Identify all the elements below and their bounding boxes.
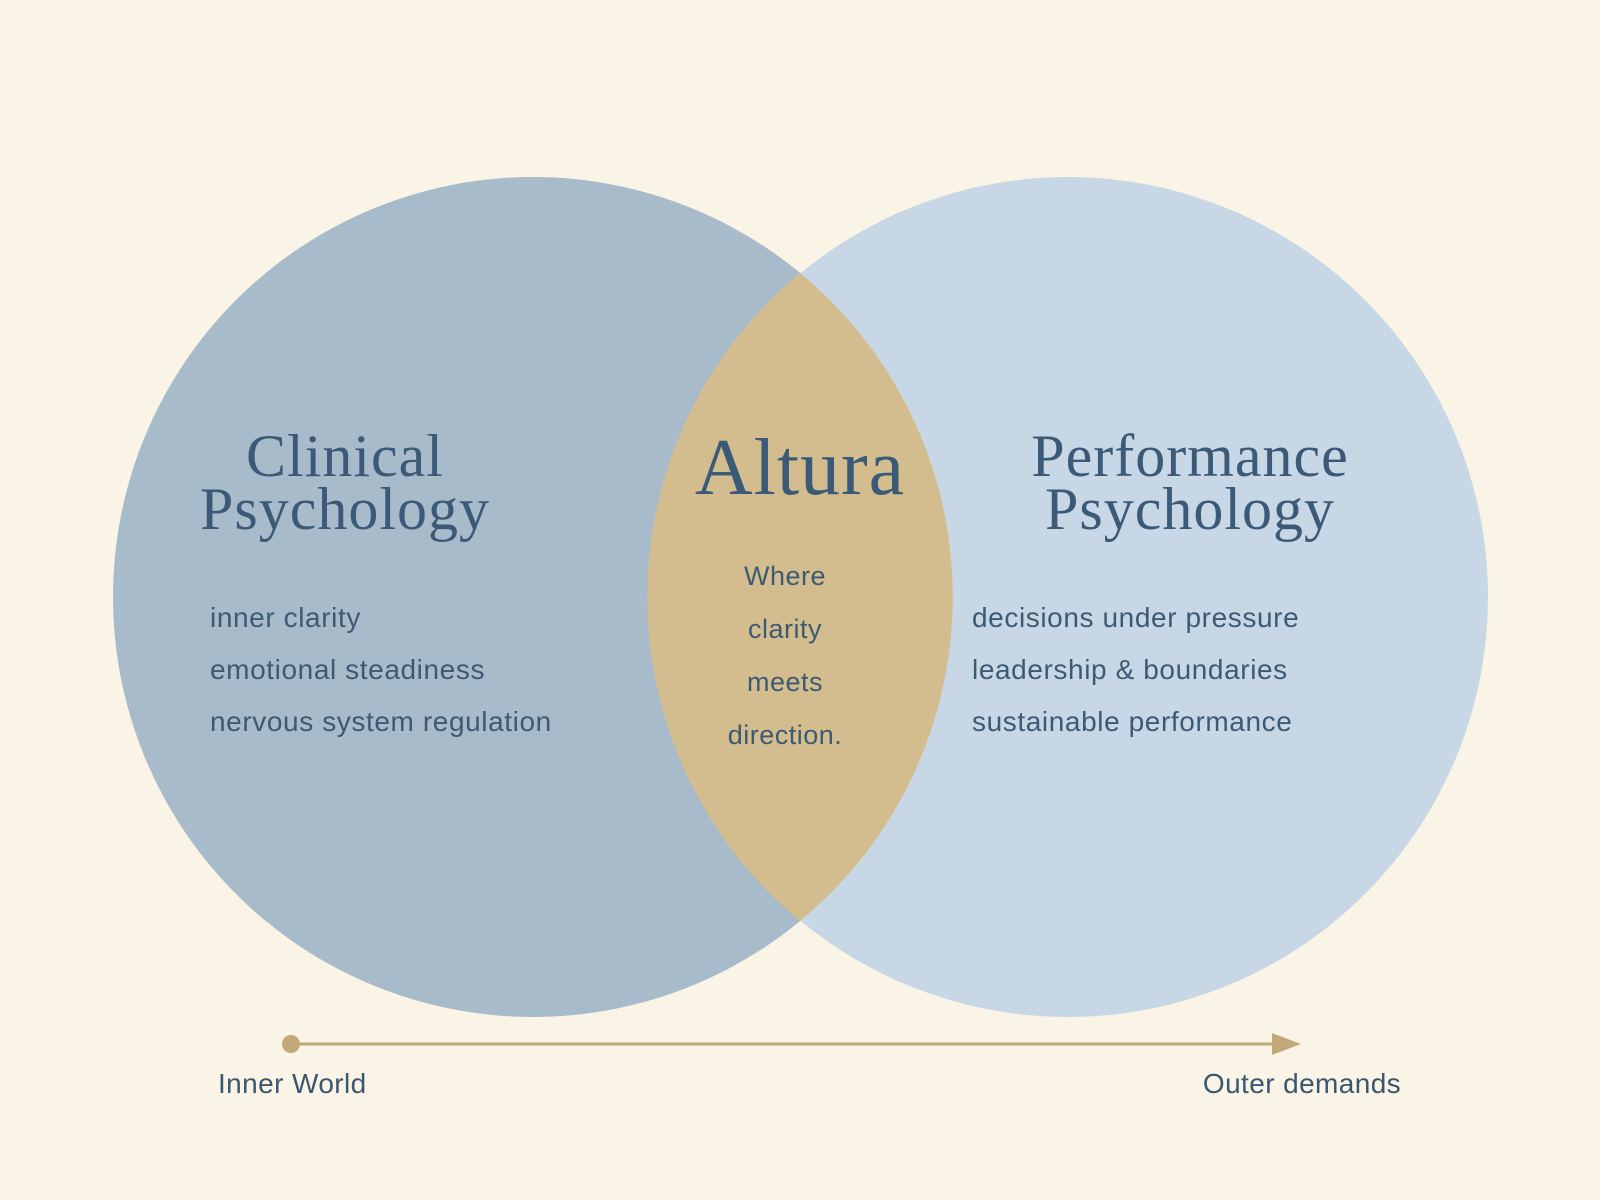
axis-label-inner-world: Inner World — [218, 1068, 367, 1099]
axis-start-dot — [282, 1035, 300, 1053]
brand-title: Altura — [694, 424, 906, 512]
tagline-line: meets — [746, 667, 824, 697]
tagline-line: direction. — [727, 720, 843, 750]
right-circle-title-line2: Psychology — [1044, 476, 1336, 542]
overlap-lens — [647, 273, 953, 921]
left-circle-title-line1: Clinical — [246, 423, 444, 489]
axis-label-outer-demands: Outer demands — [1202, 1068, 1402, 1099]
overlap-tagline: Where clarity meets direction. — [635, 550, 935, 762]
list-item: inner clarity — [210, 602, 361, 633]
left-circle-title-line2: Psychology — [199, 476, 491, 542]
tagline-line: clarity — [747, 614, 822, 644]
tagline-line: Where — [743, 561, 827, 591]
list-item: sustainable performance — [972, 706, 1293, 737]
right-circle-title: Performance Psychology — [940, 423, 1440, 542]
left-circle-items: inner clarity emotional steadiness nervo… — [210, 592, 552, 748]
list-item: decisions under pressure — [972, 602, 1300, 633]
list-item: emotional steadiness — [210, 654, 486, 685]
right-circle-items: decisions under pressure leadership & bo… — [972, 592, 1299, 748]
right-circle-title-line1: Performance — [1031, 423, 1349, 489]
left-circle-title: Clinical Psychology — [95, 423, 595, 542]
list-item: leadership & boundaries — [972, 654, 1288, 685]
axis-arrowhead-icon — [1272, 1033, 1301, 1055]
list-item: nervous system regulation — [210, 706, 552, 737]
